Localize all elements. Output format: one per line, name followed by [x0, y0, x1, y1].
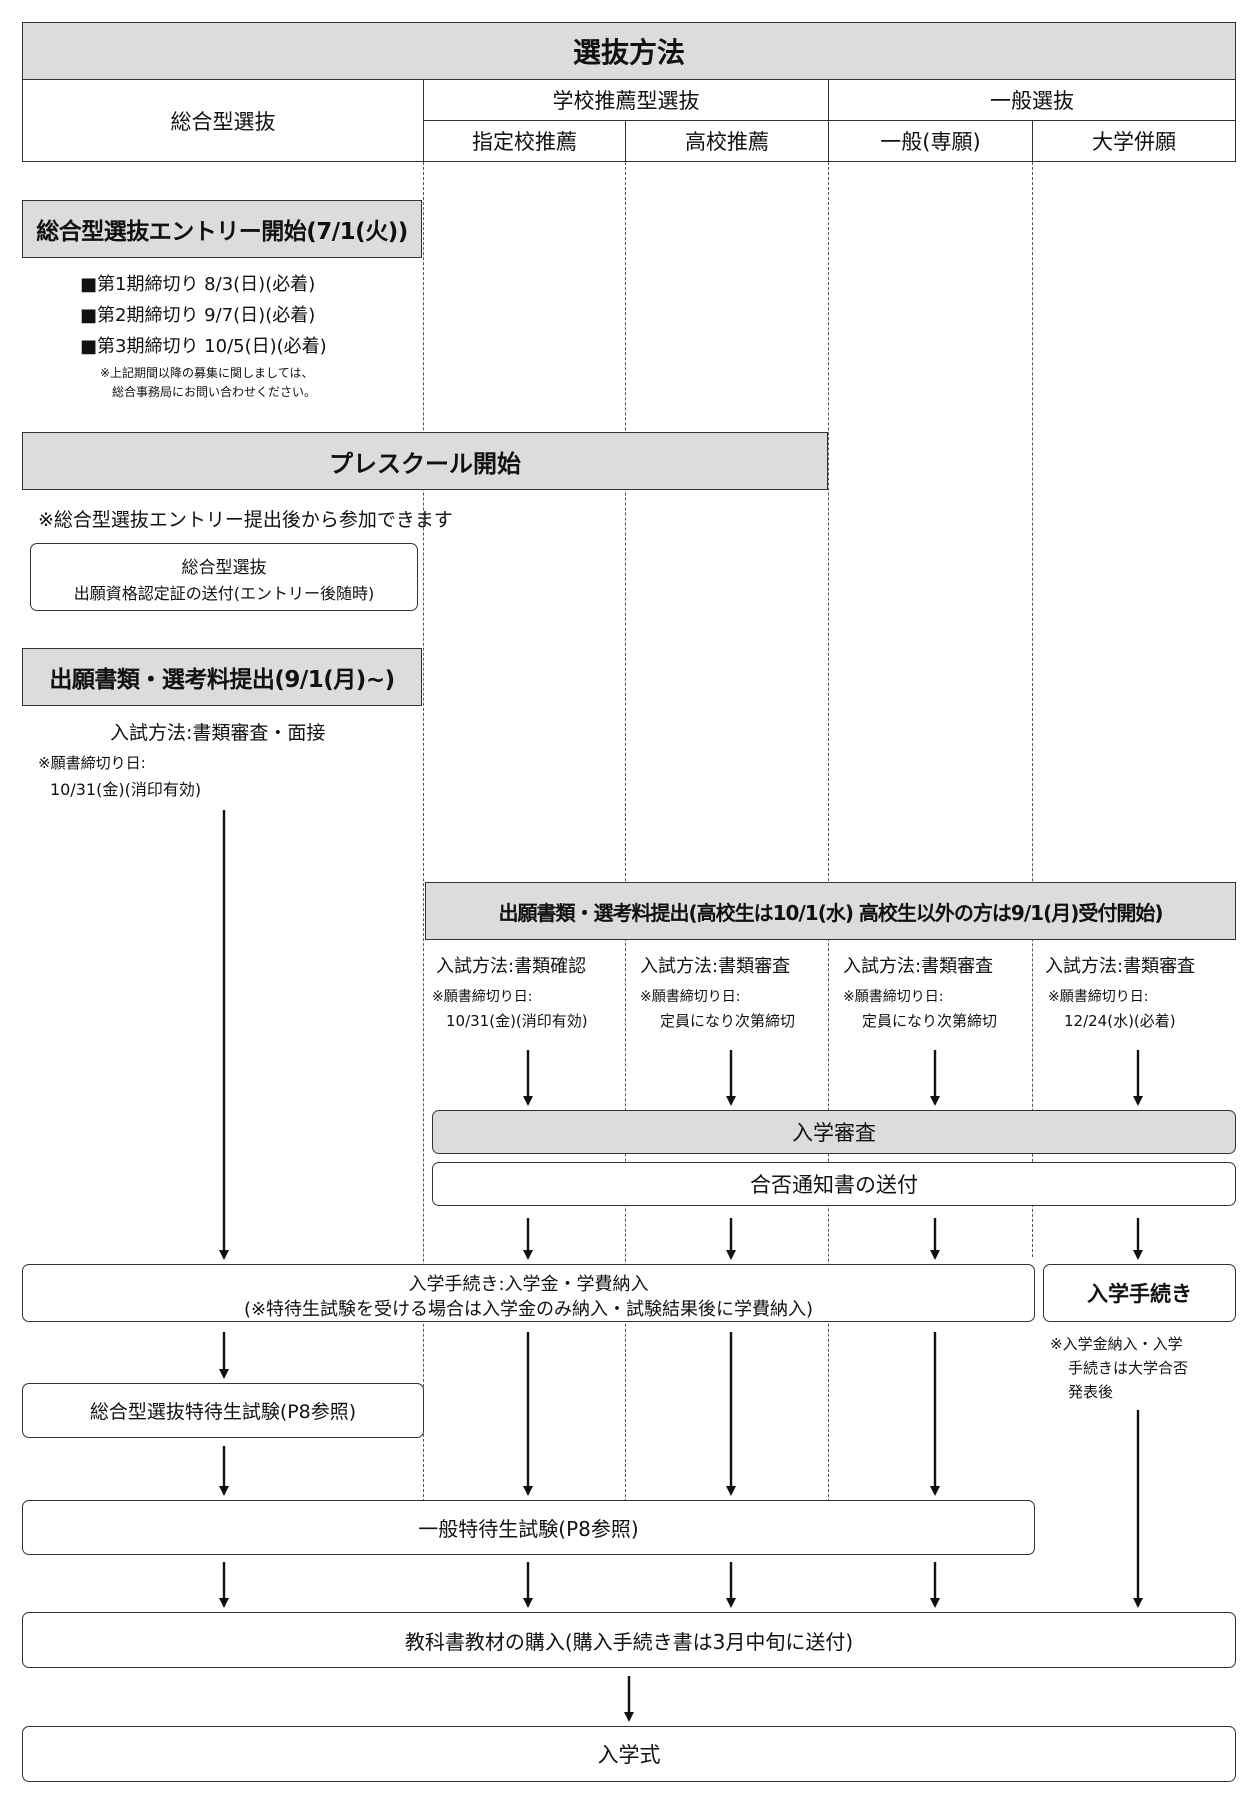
- procedure-line-1: 入学手続き:入学金・学費納入: [408, 1274, 649, 1295]
- col1-deadline-value: 10/31(金)(消印有効): [446, 1012, 588, 1030]
- header-designated: 指定校推薦: [423, 120, 626, 162]
- deadline-1: ■第1期締切り 8/3(日)(必着): [80, 274, 316, 295]
- left-method: 入試方法:書類審査・面接: [110, 722, 326, 744]
- university-note-1: ※入学金納入・入学: [1050, 1335, 1183, 1353]
- left-deadline-label: ※願書締切り日:: [38, 754, 146, 772]
- general-scholarship-box: 一般特待生試験(P8参照): [22, 1500, 1035, 1555]
- ceremony-box: 入学式: [22, 1726, 1236, 1782]
- col3-method: 入試方法:書類審査: [843, 956, 994, 977]
- divider-col3: [828, 162, 829, 1507]
- entry-start-box: 総合型選抜エントリー開始(7/1(火)): [22, 200, 422, 258]
- preschool-box: プレスクール開始: [22, 432, 828, 490]
- left-apply-box: 出願書類・選考料提出(9/1(月)~): [22, 648, 422, 706]
- notice-box: 合否通知書の送付: [432, 1162, 1236, 1206]
- deadline-note-1: ※上記期間以降の募集に関しましては、: [100, 366, 314, 380]
- procedure-line-2: (※特待生試験を受ける場合は入学金のみ納入・試験結果後に学費納入): [243, 1299, 814, 1320]
- col2-deadline-value: 定員になり次第締切: [660, 1012, 796, 1030]
- university-note-2: 手続きは大学合否: [1068, 1359, 1189, 1377]
- col2-deadline-label: ※願書締切り日:: [640, 989, 741, 1005]
- col1-deadline-label: ※願書締切り日:: [432, 989, 533, 1005]
- preschool-note: ※総合型選抜エントリー提出後から参加できます: [38, 509, 453, 531]
- col4-deadline-label: ※願書締切り日:: [1048, 989, 1149, 1005]
- col3-deadline-label: ※願書締切り日:: [843, 989, 944, 1005]
- header-general-senganl: 一般(専願): [828, 120, 1033, 162]
- comprehensive-scholarship-box: 総合型選抜特待生試験(P8参照): [22, 1383, 424, 1438]
- divider-col1: [423, 162, 424, 1507]
- header-comprehensive: 総合型選抜: [22, 79, 424, 162]
- entrance-exam-box: 入学審査: [432, 1110, 1236, 1154]
- university-note-3: 発表後: [1068, 1383, 1114, 1401]
- col3-deadline-value: 定員になり次第締切: [862, 1012, 998, 1030]
- divider-col4: [1032, 162, 1033, 1257]
- deadline-2: ■第2期締切り 9/7(日)(必着): [80, 305, 316, 326]
- certificate-line-1: 総合型選抜: [181, 558, 267, 578]
- col4-method: 入試方法:書類審査: [1045, 956, 1196, 977]
- deadline-note-2: 総合事務局にお問い合わせください。: [112, 385, 317, 399]
- header-university-combo: 大学併願: [1032, 120, 1236, 162]
- col1-method: 入試方法:書類確認: [436, 956, 587, 977]
- deadline-3: ■第3期締切り 10/5(日)(必着): [80, 336, 327, 357]
- col2-method: 入試方法:書類審査: [640, 956, 791, 977]
- certificate-line-2: 出願資格認定証の送付(エントリー後随時): [73, 584, 375, 603]
- divider-col2: [625, 162, 626, 1507]
- header-highschool: 高校推薦: [625, 120, 829, 162]
- right-apply-box: 出願書類・選考料提出(高校生は10/1(水) 高校生以外の方は9/1(月)受付開…: [425, 882, 1236, 940]
- university-procedure-box: 入学手続き: [1043, 1264, 1236, 1322]
- procedure-box: 入学手続き:入学金・学費納入 (※特待生試験を受ける場合は入学金のみ納入・試験結…: [22, 1264, 1035, 1322]
- col4-deadline-value: 12/24(水)(必着): [1064, 1012, 1176, 1030]
- left-deadline-value: 10/31(金)(消印有効): [50, 780, 202, 799]
- textbook-box: 教科書教材の購入(購入手続き書は3月中旬に送付): [22, 1612, 1236, 1668]
- certificate-box: 総合型選抜 出願資格認定証の送付(エントリー後随時): [30, 543, 418, 611]
